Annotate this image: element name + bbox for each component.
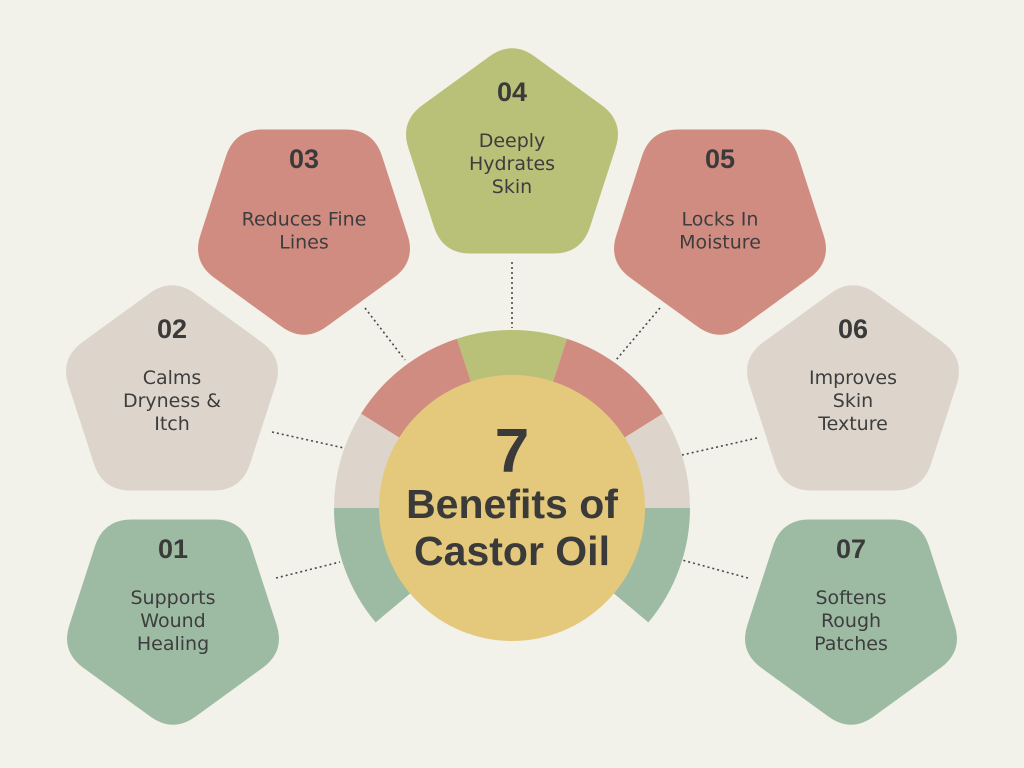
connector-line	[364, 307, 406, 361]
benefit-label-line: Calms	[143, 367, 202, 389]
benefit-number: 04	[497, 77, 527, 107]
benefit-label-line: Itch	[154, 413, 190, 435]
benefit-number: 01	[158, 534, 188, 564]
pentagon-shape	[614, 129, 826, 335]
pentagon-shape	[406, 48, 618, 254]
ring-segment	[602, 508, 690, 623]
pentagon-shape	[66, 285, 278, 491]
center-badge: 7 Benefits of Castor Oil	[379, 375, 645, 641]
pentagon-shape	[747, 285, 959, 491]
center-circle	[379, 375, 645, 641]
benefit-label-line: Locks In	[682, 209, 759, 231]
benefit-label-line: Supports	[130, 587, 215, 609]
pentagon-shape	[67, 519, 279, 725]
benefit-number: 06	[838, 314, 868, 344]
benefit-label-line: Improves	[809, 367, 897, 389]
connector-line	[681, 437, 758, 456]
benefit-label-line: Dryness &	[123, 390, 221, 412]
benefit-label-line: Healing	[137, 633, 209, 655]
center-title-line1: Benefits of	[406, 481, 618, 527]
pentagon-shape	[198, 129, 410, 335]
benefit-label-line: Reduces Fine	[242, 209, 367, 231]
benefit-label-line: Patches	[814, 633, 888, 655]
center-title-line2: Castor Oil	[414, 528, 610, 574]
connector-line	[275, 561, 341, 579]
benefit-number: 03	[289, 144, 319, 174]
benefit-label-line: Softens	[815, 587, 886, 609]
benefit-number: 02	[157, 314, 187, 344]
benefit-label-line: Deeply	[479, 130, 546, 152]
center-number: 7	[495, 417, 529, 486]
ring-segment	[548, 338, 663, 446]
benefit-label-line: Texture	[817, 413, 888, 435]
benefit-label-line: Moisture	[679, 232, 761, 254]
benefit-label-line: Rough	[821, 610, 881, 632]
connector-line	[615, 307, 661, 361]
benefit-label-line: Wound	[140, 610, 205, 632]
ring-segment	[361, 338, 476, 446]
benefit-label-line: Lines	[279, 232, 329, 254]
benefit-label-line: Skin	[492, 176, 532, 198]
benefit-number: 05	[705, 144, 735, 174]
ring-segment	[334, 508, 422, 623]
connector-line	[271, 431, 345, 449]
benefit-label-line: Hydrates	[469, 153, 555, 175]
benefit-number: 07	[836, 534, 866, 564]
benefit-label-line: Skin	[833, 390, 873, 412]
connectors	[271, 262, 758, 579]
pentagon-shape	[745, 519, 957, 725]
connector-line	[681, 559, 749, 579]
